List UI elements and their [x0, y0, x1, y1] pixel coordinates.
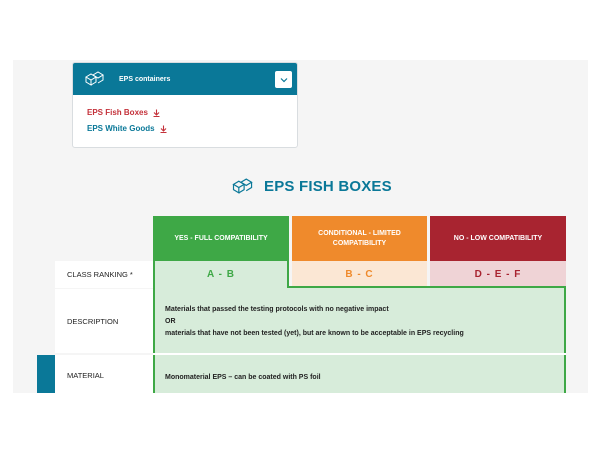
row-label-description: DESCRIPTION — [55, 289, 153, 353]
material-text: Monomaterial EPS – can be coated with PS… — [165, 374, 321, 381]
accordion-toggle-button[interactable] — [275, 71, 292, 88]
row-label-class-ranking: CLASS RANKING * — [55, 261, 153, 288]
header-no-low: NO - LOW COMPATIBILITY — [430, 216, 566, 261]
download-icon — [153, 109, 160, 117]
content-panel: EPS containers EPS Fish Boxes EPS White … — [13, 60, 588, 393]
rank-yes: A - B — [153, 261, 289, 288]
accordion-card: EPS containers EPS Fish Boxes EPS White … — [72, 62, 298, 148]
chevron-down-icon — [280, 77, 287, 82]
highlight-border — [289, 286, 566, 288]
description-text: Materials that passed the testing protoc… — [165, 306, 464, 337]
download-link-eps-white-goods[interactable]: EPS White Goods — [87, 124, 297, 133]
download-links: EPS Fish Boxes EPS White Goods — [73, 95, 297, 133]
section-heading: EPS FISH BOXES — [230, 178, 392, 195]
accordion-header[interactable]: EPS containers — [73, 63, 297, 95]
rank-conditional: B - C — [292, 261, 427, 288]
eps-boxes-icon — [85, 71, 104, 86]
side-tab-marker — [37, 355, 55, 393]
yes-column-body — [153, 288, 566, 393]
header-yes-full: YES - FULL COMPATIBILITY — [153, 216, 289, 261]
download-link-label: EPS Fish Boxes — [87, 108, 148, 117]
row-label-material: MATERIAL — [55, 355, 153, 393]
row-divider — [153, 353, 566, 355]
accordion-title: EPS containers — [119, 75, 171, 83]
header-conditional-limited: CONDITIONAL - LIMITED COMPATIBILITY — [292, 216, 427, 261]
download-icon — [160, 125, 167, 133]
section-title: EPS FISH BOXES — [264, 178, 392, 195]
rank-no: D - E - F — [430, 261, 566, 288]
download-link-eps-fish-boxes[interactable]: EPS Fish Boxes — [87, 108, 297, 117]
download-link-label: EPS White Goods — [87, 124, 155, 133]
eps-boxes-icon — [232, 178, 253, 194]
